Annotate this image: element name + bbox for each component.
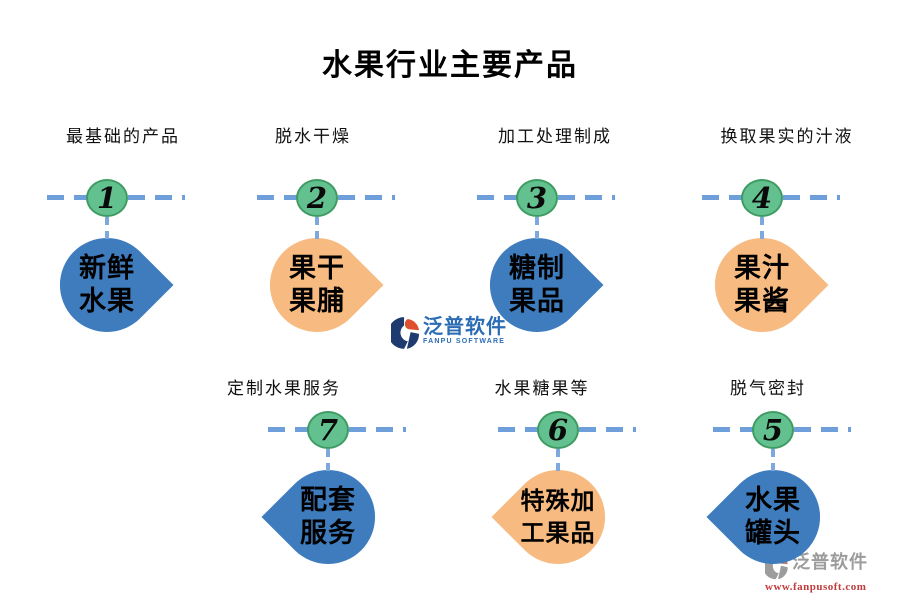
step-label: 脱气密封 [730,379,806,398]
step-number: 5 [752,411,794,449]
step-number: 3 [516,179,558,217]
step-number: 6 [537,411,579,449]
step-number: 2 [296,179,338,217]
fanpu-logo-name: 泛普软件 [423,316,507,338]
dashed-connector [556,449,560,475]
page-title: 水果行业主要产品 [322,49,578,82]
teardrop-shape [491,470,606,564]
step-label: 定制水果服务 [227,379,341,398]
step-number: 7 [307,411,349,449]
dashed-connector [535,217,539,243]
product-name: 配套服务 [300,485,356,548]
footer-website-link[interactable]: www.fanpusoft.com [765,581,867,593]
step-label: 最基础的产品 [66,127,180,146]
product-name: 新鲜水果 [79,253,135,316]
step-label: 水果糖果等 [494,379,590,398]
dashed-connector [771,449,775,475]
dashed-connector [315,217,319,243]
teardrop-shape [59,238,174,332]
teardrop-shape [714,238,829,332]
step-label: 换取果实的汁液 [720,127,854,146]
teardrop-shape [489,238,604,332]
fanpu-logo-icon [391,317,419,349]
step-label: 加工处理制成 [498,127,612,146]
step-label: 脱水干燥 [275,127,351,146]
step-number: 4 [741,179,783,217]
teardrop-shape [269,238,384,332]
step-number: 1 [86,179,128,217]
teardrop-shape [261,470,376,564]
product-name: 果干果脯 [289,253,345,316]
fanpu-logo-center: 泛普软件 FANPU SOFTWARE [391,316,507,350]
dashed-connector [760,217,764,243]
product-name: 果汁果酱 [734,253,790,316]
product-name: 水果罐头 [745,485,801,548]
dashed-connector [105,217,109,243]
dashed-connector [326,449,330,475]
fanpu-logo-subtitle: FANPU SOFTWARE [423,338,506,345]
teardrop-shape [706,470,821,564]
product-name: 特殊加工果品 [520,489,596,547]
footer-logo-name: 泛普软件 [792,552,868,572]
product-name: 糖制果品 [509,253,565,316]
